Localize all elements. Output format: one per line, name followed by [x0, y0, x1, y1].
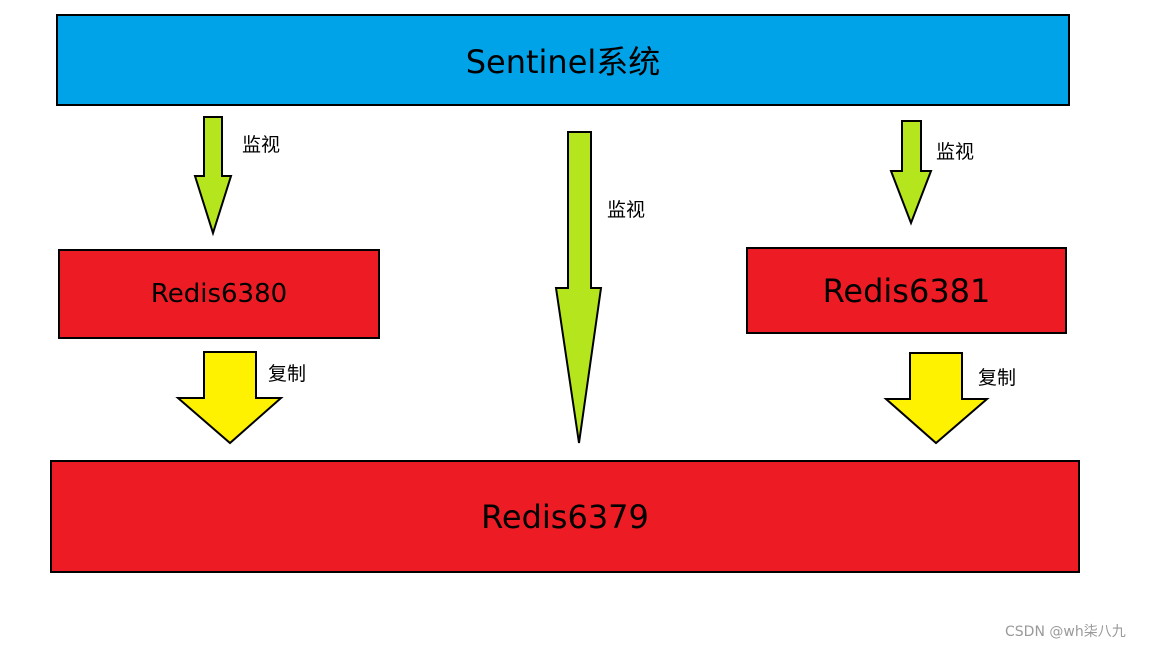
redis6380-label: Redis6380	[150, 279, 288, 309]
redis6381-box: Redis6381	[746, 247, 1067, 334]
monitor-label-middle: 监视	[607, 199, 646, 221]
monitor-arrow-right	[889, 120, 933, 226]
monitor-label-right: 监视	[936, 141, 975, 163]
replicate-label-right: 复制	[978, 367, 1017, 389]
redis6379-box: Redis6379	[50, 460, 1080, 573]
replicate-arrow-right	[883, 352, 990, 445]
replicate-label-left: 复制	[268, 363, 307, 385]
redis6381-label: Redis6381	[822, 271, 991, 310]
sentinel-system-box: Sentinel系统	[56, 14, 1070, 106]
sentinel-system-label: Sentinel系统	[465, 43, 661, 81]
monitor-label-left: 监视	[242, 134, 281, 156]
monitor-arrow-left	[193, 116, 233, 237]
replicate-arrow-left	[175, 351, 284, 445]
monitor-arrow-middle	[554, 131, 603, 444]
csdn-watermark: CSDN @wh柒八九	[1005, 624, 1126, 640]
redis6379-label: Redis6379	[481, 497, 649, 536]
redis6380-box: Redis6380	[58, 249, 380, 339]
